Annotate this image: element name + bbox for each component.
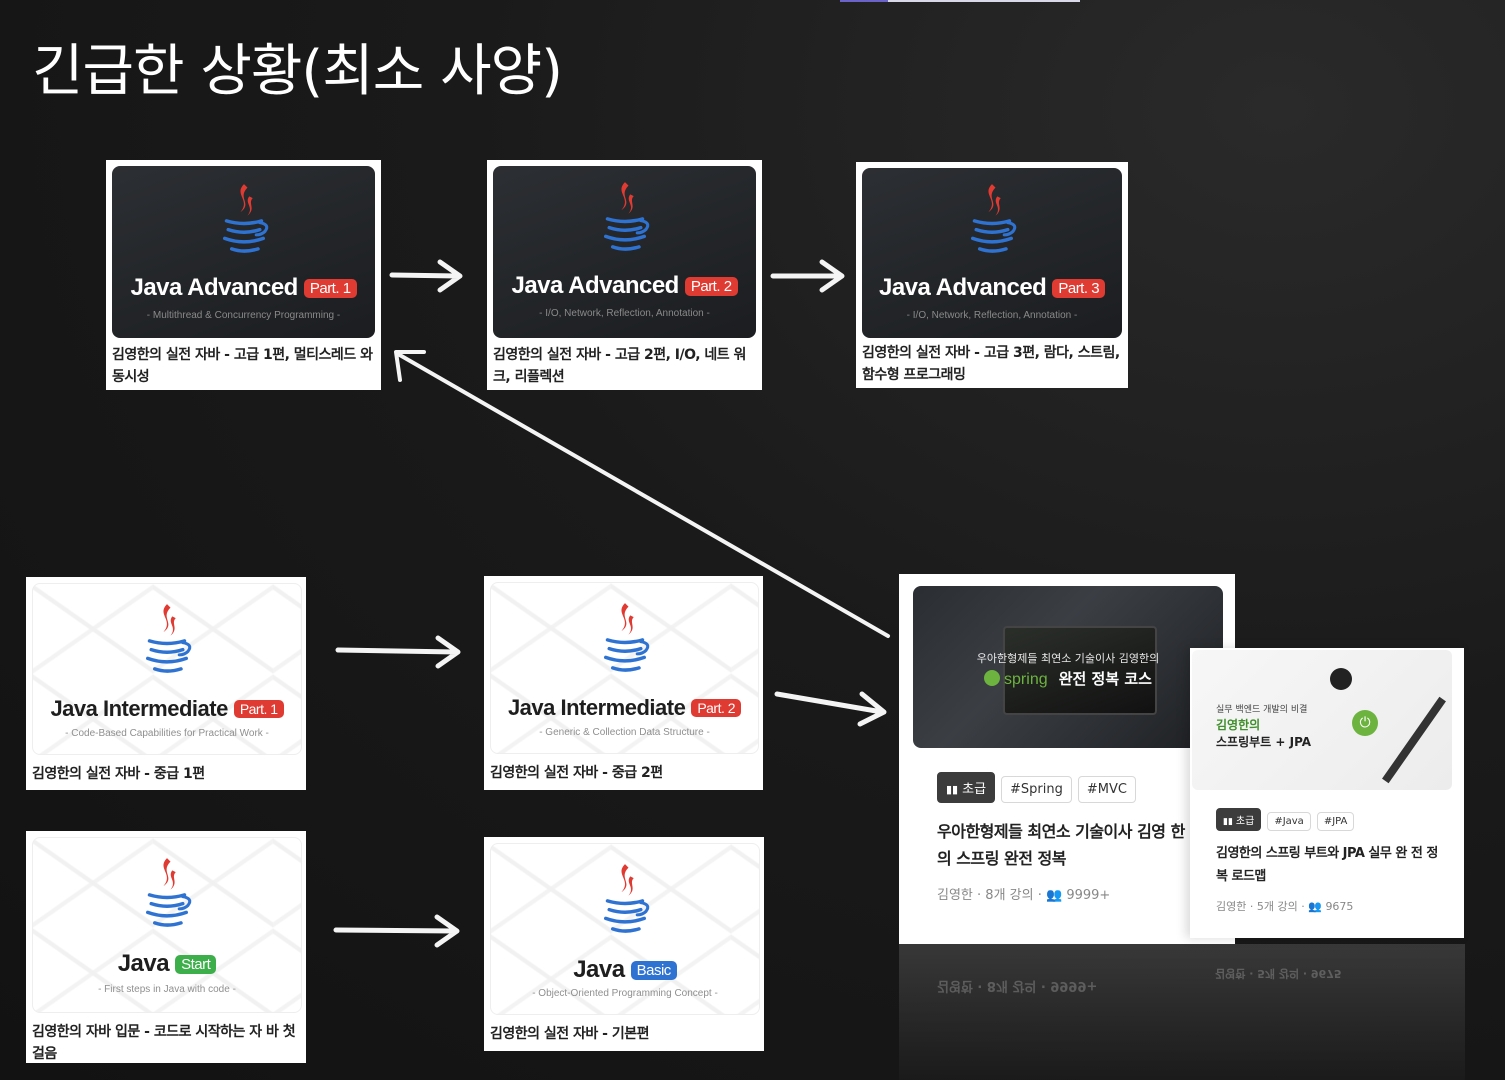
course-card-advanced-part3[interactable]: Java Advanced Part. 3 - I/O, Network, Ref… — [856, 162, 1128, 388]
thumb-caption: 우아한형제들 최연소 기술이사 김영한의 — [976, 652, 1160, 665]
part-badge: Part. 2 — [684, 277, 738, 296]
course-title: 김영한의 실전 자바 - 고급 3편, 람다, 스트림, 함수형 프로그래밍 — [862, 345, 1120, 383]
course-heading: Java — [117, 950, 170, 977]
course-subtitle: - First steps in Java with code - — [98, 984, 236, 995]
bar-chart-icon: ▮▮ — [946, 783, 959, 796]
thumb-title: 스프링부트 + JPA — [1216, 735, 1312, 749]
course-title: 김영한의 자바 입문 - 코드로 시작하는 자 바 첫걸음 — [32, 1024, 296, 1062]
lecture-count: 5개 강의 — [1256, 900, 1298, 913]
java-logo-icon — [146, 602, 192, 673]
course-thumbnail: Java Advanced Part. 3 - I/O, Network, Ref… — [862, 168, 1122, 338]
course-title: 우아한형제들 최연소 기술이사 김영 한의 스프링 완전 정복 — [937, 822, 1185, 868]
lecture-count: 8개 강의 — [985, 888, 1034, 903]
course-subtitle: - Generic & Collection Data Structure - — [539, 727, 710, 738]
tag-mvc[interactable]: #MVC — [1077, 776, 1136, 803]
course-meta: 김영한 · 8개 강의 · 👥 9999+ — [937, 888, 1111, 903]
spring-logo-word: spring — [1004, 671, 1048, 688]
part-badge: Part. 1 — [303, 279, 357, 298]
course-thumbnail: Java Advanced Part. 1 - Multithread & Con… — [112, 166, 375, 338]
coffee-cup-icon — [1330, 668, 1352, 690]
arrow-right-icon — [770, 259, 845, 293]
pen-shape — [1382, 696, 1446, 784]
course-subtitle: - I/O, Network, Reflection, Annotation - — [906, 310, 1078, 321]
tag-java[interactable]: #Java — [1267, 812, 1311, 831]
student-count: 9999+ — [1066, 888, 1111, 903]
arrow-right-icon — [774, 691, 887, 727]
course-title: 김영한의 스프링 부트와 JPA 실무 완 전 정복 로드맵 — [1216, 846, 1438, 884]
part-badge: Part. 3 — [1052, 279, 1106, 298]
course-heading: Java Advanced — [878, 274, 1047, 301]
course-heading: Java Advanced — [130, 274, 298, 301]
course-thumbnail: Java Start - First steps in Java with cod… — [32, 837, 302, 1013]
part-badge: Part. 2 — [691, 699, 742, 717]
course-card-advanced-part1[interactable]: Java Advanced Part. 1 - Multithread & Con… — [106, 160, 381, 390]
course-thumbnail: 우아한형제들 최연소 기술이사 김영한의 spring 완전 정복 코스 — [913, 586, 1223, 748]
course-heading: Java Intermediate — [507, 695, 686, 720]
java-logo-icon — [222, 182, 268, 253]
arrow-right-icon — [389, 259, 463, 293]
course-subtitle: - I/O, Network, Reflection, Annotation - — [539, 308, 710, 319]
laptop-shape — [1003, 626, 1157, 715]
level-badge: Start — [175, 955, 217, 974]
course-card-spring-complete[interactable]: 우아한형제들 최연소 기술이사 김영한의 spring 완전 정복 코스 ▮▮초… — [899, 574, 1235, 944]
spring-leaf-icon — [984, 670, 1001, 686]
thumb-author: 김영한의 — [1216, 718, 1261, 732]
tag-spring[interactable]: #Spring — [1001, 776, 1072, 803]
java-logo-icon — [604, 862, 650, 933]
course-subtitle: - Code-Based Capabilities for Practical … — [65, 728, 269, 739]
tag-list: ▮▮초급#Spring#MVC — [937, 772, 1142, 803]
course-title: 김영한의 실전 자바 - 고급 2편, I/O, 네트 워크, 리플렉션 — [493, 347, 746, 385]
course-thumbnail: Java Advanced Part. 2 - I/O, Network, Ref… — [493, 166, 756, 338]
student-count: 9675 — [1325, 900, 1354, 913]
level-tag: ▮▮초급 — [937, 772, 996, 803]
thumb-tagline: 실무 백엔드 개발의 비결 — [1216, 705, 1308, 715]
arrow-right-icon — [335, 635, 461, 669]
course-subtitle: - Multithread & Concurrency Programming … — [146, 310, 341, 321]
course-card-java-start[interactable]: Java Start - First steps in Java with cod… — [26, 831, 306, 1063]
author: 김영한 — [937, 888, 973, 903]
course-thumbnail: Java Intermediate Part. 2 - Generic & Col… — [490, 582, 759, 754]
course-heading: Java — [573, 956, 625, 983]
course-title: 김영한의 실전 자바 - 중급 1편 — [32, 766, 205, 782]
course-thumbnail: Java Intermediate Part. 1 - Code-Based Ca… — [32, 583, 302, 755]
students-icon: 👥 — [1046, 888, 1063, 903]
course-card-java-basic[interactable]: Java Basic - Object-Oriented Programming … — [484, 837, 764, 1051]
tag-jpa[interactable]: #JPA — [1316, 812, 1355, 831]
java-logo-icon — [971, 182, 1017, 253]
course-card-intermediate-part2[interactable]: Java Intermediate Part. 2 - Generic & Col… — [484, 576, 763, 790]
course-card-intermediate-part1[interactable]: Java Intermediate Part. 1 - Code-Based Ca… — [26, 577, 306, 790]
arrow-right-icon — [333, 914, 460, 948]
course-subtitle: - Object-Oriented Programming Concept - — [532, 988, 718, 999]
students-icon: 👥 — [1308, 900, 1322, 913]
author: 김영한 — [1216, 900, 1247, 913]
course-card-springboot-jpa[interactable]: 실무 백엔드 개발의 비결 김영한의 스프링부트 + JPA ⏻ ▮▮초급 #Ja… — [1190, 648, 1464, 938]
power-icon: ⏻ — [1352, 710, 1378, 736]
course-title: 김영한의 실전 자바 - 기본편 — [490, 1026, 650, 1042]
course-heading: Java Advanced — [511, 272, 679, 299]
video-progress-strip — [840, 0, 1080, 2]
course-title: 김영한의 실전 자바 - 중급 2편 — [490, 765, 663, 781]
java-logo-icon — [603, 601, 649, 672]
tag-list: ▮▮초급 #Java #JPA — [1216, 808, 1360, 831]
card-reflection: 김영한 · 8개 강의 · 9999+ 김영한 · 5개 강의 · 9675 — [899, 944, 1465, 1080]
course-meta: 김영한 · 5개 강의 · 👥 9675 — [1216, 900, 1354, 913]
java-logo-icon — [146, 856, 192, 927]
bar-chart-icon: ▮▮ — [1223, 817, 1233, 827]
java-logo-icon — [603, 180, 649, 251]
thumb-title: 완전 정복 코스 — [1058, 670, 1152, 688]
slide-title: 긴급한 상황(최소 사양) — [32, 39, 563, 104]
course-thumbnail: Java Basic - Object-Oriented Programming … — [490, 843, 760, 1015]
level-badge: Basic — [630, 961, 677, 980]
course-thumbnail: 실무 백엔드 개발의 비결 김영한의 스프링부트 + JPA ⏻ — [1192, 650, 1452, 790]
part-badge: Part. 1 — [233, 700, 284, 718]
course-card-advanced-part2[interactable]: Java Advanced Part. 2 - I/O, Network, Ref… — [487, 160, 762, 390]
course-title: 김영한의 실전 자바 - 고급 1편, 멀티스레드 와 동시성 — [112, 347, 373, 385]
course-heading: Java Intermediate — [50, 696, 228, 721]
level-tag: ▮▮초급 — [1216, 808, 1262, 831]
